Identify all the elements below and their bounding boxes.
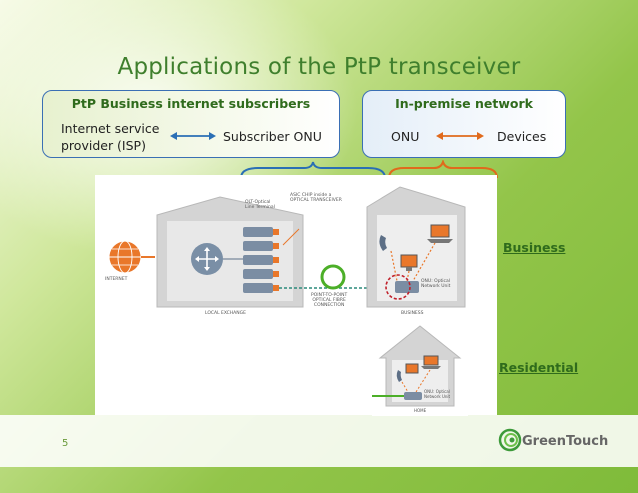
onu-label: ONU	[391, 129, 420, 144]
isp-label: Internet service provider (ISP)	[61, 121, 160, 153]
home-caption: HOME	[414, 408, 427, 413]
asic-callout: ASIC CHIP inside a OPTICAL TRANSCEIVER	[290, 193, 342, 203]
fibre-coil-icon	[320, 264, 346, 290]
home-diagram: ONU: Optical Network Unit HOME	[372, 320, 468, 416]
network-diagram-drawing	[108, 186, 466, 308]
residential-label: Residential	[499, 360, 579, 375]
subscriber-onu-label: Subscriber ONU	[223, 129, 322, 144]
monitor-icon	[400, 254, 418, 271]
double-arrow-blue-icon	[170, 132, 216, 140]
greentouch-logo-icon	[498, 428, 522, 452]
router-icon	[191, 243, 223, 275]
olt-rack	[243, 227, 279, 293]
slide-title: Applications of the PtP transceiver	[117, 54, 521, 80]
home-monitor-icon	[405, 363, 419, 374]
footer-band	[0, 415, 638, 467]
blue-brace-icon	[240, 161, 386, 179]
home-phone-icon	[396, 370, 402, 382]
in-premise-network-heading: In-premise network	[395, 96, 533, 111]
internet-label: INTERNET	[105, 277, 128, 282]
local-exchange-building	[156, 196, 304, 308]
home-onu-icon	[404, 392, 422, 400]
local-exchange-label: LOCAL EXCHANGE	[205, 311, 246, 316]
phone-icon	[379, 235, 387, 251]
onu-callout: ONU: Optical Network Unit	[421, 279, 451, 289]
internet-globe-icon	[108, 240, 142, 274]
page-number: 5	[62, 438, 69, 449]
business-subscribers-heading: PtP Business internet subscribers	[71, 96, 311, 111]
home-drawing	[372, 325, 462, 407]
laptop-icon	[427, 224, 453, 243]
home-onu-callout: ONU: Optical Network Unit	[424, 389, 451, 399]
olt-title: OLT-Optical Line Terminal	[245, 200, 275, 210]
home-laptop-icon	[421, 355, 441, 369]
greentouch-logo-text: GreenTouch	[522, 434, 609, 449]
onu-device-icon	[385, 274, 419, 300]
orange-brace-icon	[388, 160, 498, 179]
business-caption: BUSINESS	[401, 311, 424, 316]
devices-label: Devices	[497, 129, 547, 144]
fibre-label: POINT-TO-POINT OPTICAL FIBRE CONNECTION	[311, 293, 348, 308]
in-premise-network-panel: In-premise network ONU Devices	[362, 90, 566, 158]
business-label: Business	[503, 240, 566, 255]
business-subscribers-panel: PtP Business internet subscribers Intern…	[42, 90, 340, 158]
double-arrow-orange-icon	[436, 132, 484, 140]
